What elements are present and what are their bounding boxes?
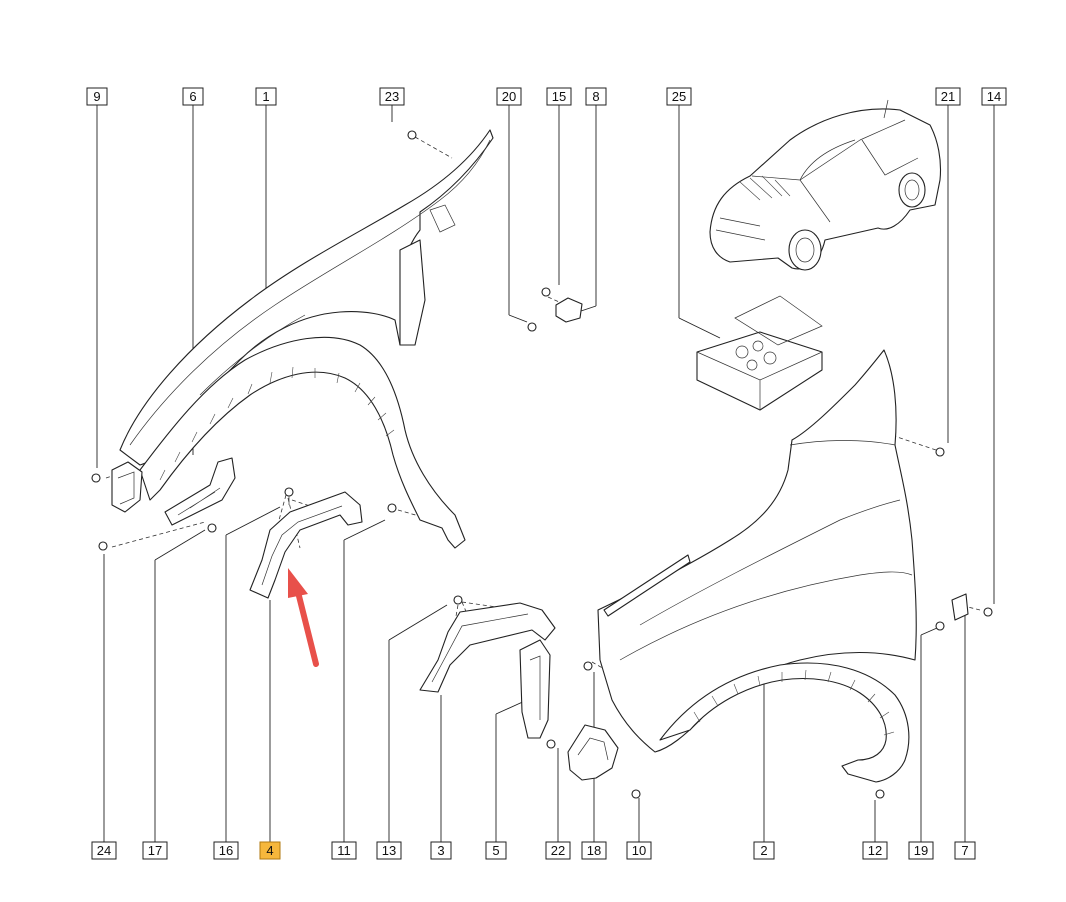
callout-17: 17	[142, 841, 168, 860]
callout-19-label: 19	[914, 843, 928, 858]
callout-9-label: 9	[93, 89, 100, 104]
callout-23-label: 23	[385, 89, 399, 104]
callout-24-label: 24	[97, 843, 111, 858]
callout-11-label: 11	[337, 843, 351, 858]
callout-16: 16	[213, 841, 239, 860]
callout-13-label: 13	[382, 843, 396, 858]
callout-11: 11	[331, 841, 357, 860]
callout-7: 7	[954, 841, 976, 860]
callout-25: 25	[666, 87, 692, 106]
callout-6: 6	[182, 87, 204, 106]
callout-3: 3	[430, 841, 452, 860]
callout-18: 18	[581, 841, 607, 860]
bracket-4	[249, 487, 363, 599]
callout-15-label: 15	[552, 89, 566, 104]
callout-12-label: 12	[868, 843, 882, 858]
callout-22-label: 22	[551, 843, 565, 858]
callout-9: 9	[86, 87, 108, 106]
callout-4: 4	[259, 841, 281, 860]
left-fender-assembly	[111, 129, 494, 549]
callout-14-label: 14	[987, 89, 1001, 104]
callout-labels: 9 6 1 23 20 15 8 25	[86, 87, 1007, 860]
right-fender-assembly	[419, 349, 969, 783]
callout-21-label: 21	[941, 89, 955, 104]
callout-22: 22	[545, 841, 571, 860]
callout-4-label: 4	[266, 843, 273, 858]
fasteners	[91, 130, 993, 799]
vehicle-illustration	[709, 99, 942, 271]
callout-6-label: 6	[189, 89, 196, 104]
callout-15: 15	[546, 87, 572, 106]
callout-10-label: 10	[632, 843, 646, 858]
callout-5: 5	[485, 841, 507, 860]
callout-2: 2	[753, 841, 775, 860]
red-pointer-arrow	[288, 568, 319, 667]
leader-lines	[96, 105, 995, 842]
callout-1: 1	[255, 87, 277, 106]
callout-19: 19	[908, 841, 934, 860]
callout-2-label: 2	[760, 843, 767, 858]
fastener-kit-box	[696, 295, 823, 411]
callout-8: 8	[585, 87, 607, 106]
callout-21: 21	[935, 87, 961, 106]
callout-25-label: 25	[672, 89, 686, 104]
callout-16-label: 16	[219, 843, 233, 858]
callout-5-label: 5	[492, 843, 499, 858]
callout-13: 13	[376, 841, 402, 860]
callout-12: 12	[862, 841, 888, 860]
callout-20-label: 20	[502, 89, 516, 104]
callout-14: 14	[981, 87, 1007, 106]
callout-7-label: 7	[961, 843, 968, 858]
clip-8	[555, 297, 583, 323]
callout-18-label: 18	[587, 843, 601, 858]
callout-17-label: 17	[148, 843, 162, 858]
callout-24: 24	[91, 841, 117, 860]
callout-23: 23	[379, 87, 405, 106]
callout-3-label: 3	[437, 843, 444, 858]
bracket-6	[164, 457, 236, 533]
callout-20: 20	[496, 87, 522, 106]
callout-10: 10	[626, 841, 652, 860]
callout-8-label: 8	[592, 89, 599, 104]
callout-1-label: 1	[262, 89, 269, 104]
